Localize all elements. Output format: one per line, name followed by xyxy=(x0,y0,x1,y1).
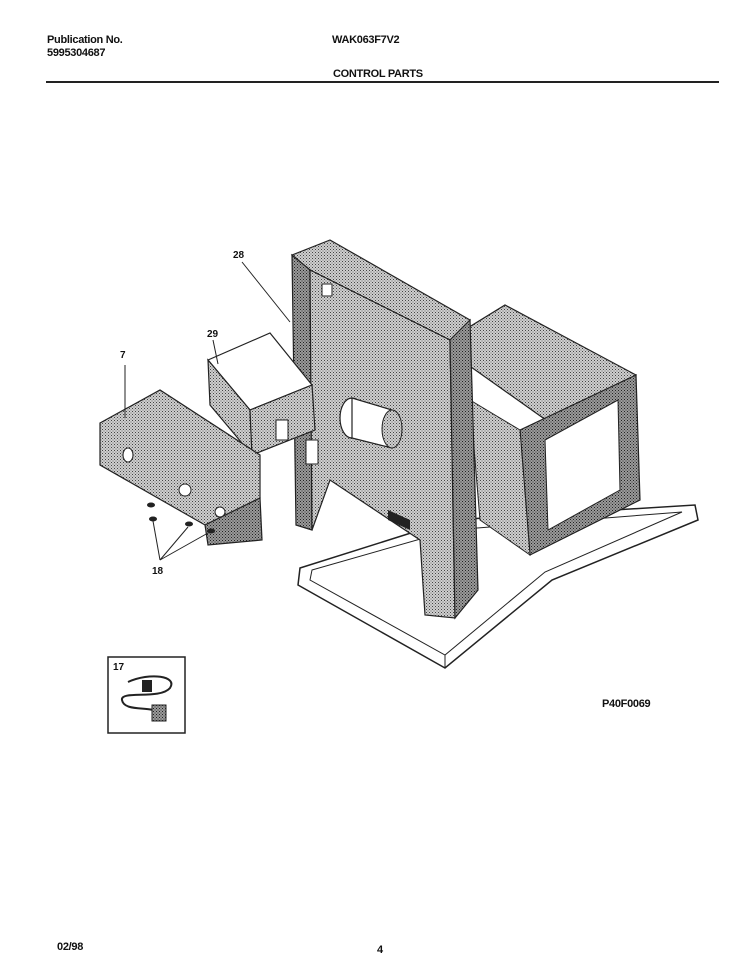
model-number: WAK063F7V2 xyxy=(332,34,400,46)
callout-29: 29 xyxy=(207,329,219,340)
page-number: 4 xyxy=(377,944,383,956)
leader-lines xyxy=(124,261,291,418)
publication-label: Publication No. xyxy=(47,34,123,46)
right-frame xyxy=(438,304,641,557)
header-rule xyxy=(46,81,719,83)
callout-28: 28 xyxy=(233,250,245,261)
publication-number: 5995304687 xyxy=(47,47,106,59)
callout-7: 7 xyxy=(120,350,126,361)
figure-code: P40F0069 xyxy=(602,698,651,710)
base-tray xyxy=(297,504,699,669)
callout-17: 17 xyxy=(113,662,125,673)
callout-18: 18 xyxy=(152,566,164,577)
footer-date: 02/98 xyxy=(57,941,84,953)
front-control-panel xyxy=(99,389,263,546)
screws xyxy=(147,502,215,561)
section-title: CONTROL PARTS xyxy=(333,68,423,80)
capacitor xyxy=(339,397,403,449)
control-box xyxy=(207,332,319,465)
power-cord-inset: 17 xyxy=(107,656,186,734)
